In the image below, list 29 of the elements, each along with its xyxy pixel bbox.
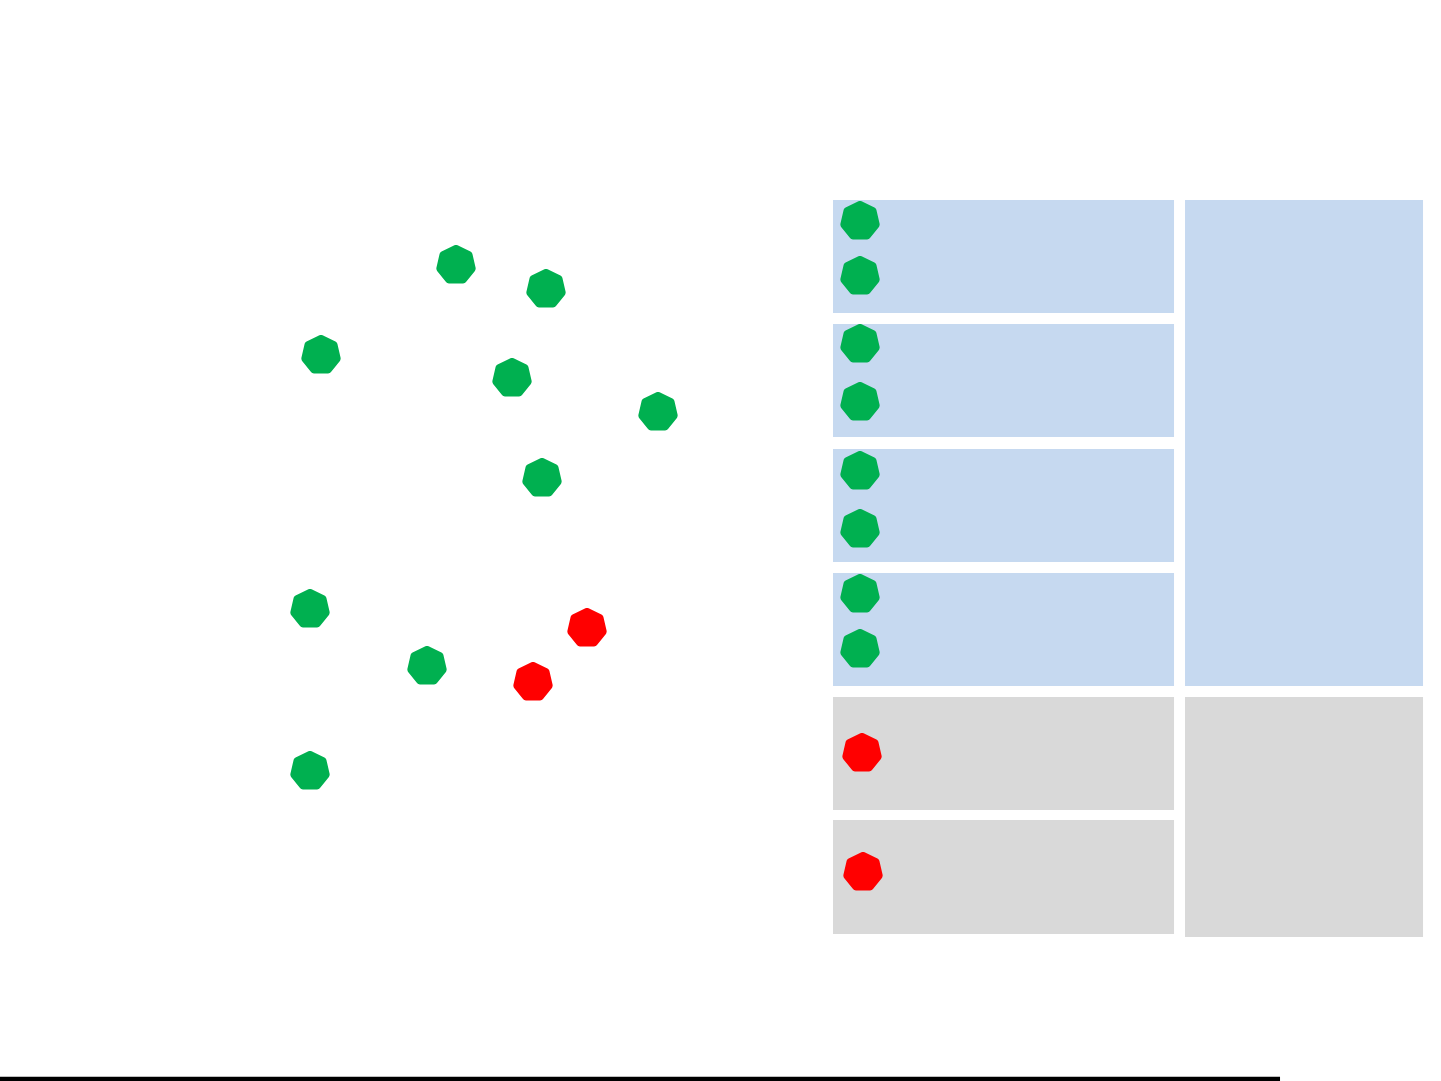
heptagon-marker bbox=[840, 381, 880, 421]
heptagon-marker bbox=[513, 661, 553, 701]
panel bbox=[1185, 697, 1423, 937]
panel bbox=[833, 449, 1175, 562]
heptagon-marker bbox=[436, 244, 476, 284]
panel bbox=[833, 820, 1175, 934]
heptagon-marker bbox=[407, 645, 447, 685]
heptagon-marker bbox=[290, 750, 330, 790]
heptagon-marker bbox=[840, 573, 880, 613]
heptagon-marker bbox=[526, 268, 566, 308]
panel bbox=[833, 199, 1175, 313]
panel bbox=[833, 573, 1175, 686]
panel bbox=[1185, 199, 1423, 686]
panel bbox=[833, 324, 1175, 437]
heptagon-marker bbox=[842, 732, 882, 772]
heptagon-marker bbox=[843, 851, 883, 891]
heptagon-marker bbox=[840, 508, 880, 548]
heptagon-marker bbox=[638, 391, 678, 431]
heptagon-marker bbox=[840, 255, 880, 295]
heptagon-marker bbox=[492, 357, 532, 397]
panel bbox=[833, 697, 1175, 810]
heptagon-marker bbox=[840, 200, 880, 240]
heptagon-marker bbox=[290, 588, 330, 628]
heptagon-marker bbox=[567, 607, 607, 647]
heptagon-marker bbox=[522, 457, 562, 497]
heptagon-marker bbox=[301, 334, 341, 374]
heptagon-marker bbox=[840, 450, 880, 490]
heptagon-marker bbox=[840, 323, 880, 363]
heptagon-marker bbox=[840, 628, 880, 668]
